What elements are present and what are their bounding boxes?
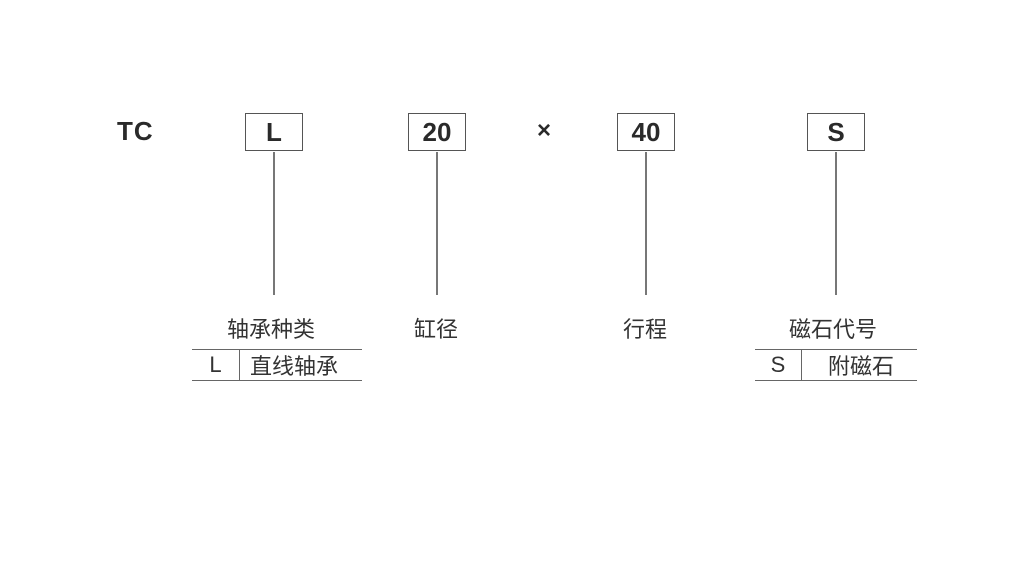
label-magnet: 磁石代号 [789,318,878,343]
option-code: S [755,350,802,380]
model-prefix: TC [117,116,154,146]
option-desc: 附磁石 [828,355,895,380]
option-table-magnet: S 附磁石 [755,349,917,381]
times-separator: × [537,117,552,144]
label-bearing-type: 轴承种类 [227,318,316,343]
code-box-bearing-type: L [245,113,303,151]
code-box-magnet: S [807,113,865,151]
connector-line-bore [436,152,438,295]
option-table-bearing-type: L 直线轴承 [192,349,362,381]
label-stroke: 行程 [623,318,668,343]
option-code: L [192,350,240,380]
code-box-stroke: 40 [617,113,675,151]
connector-line-magnet [835,152,837,295]
connector-line-stroke [645,152,647,295]
option-desc: 直线轴承 [250,355,339,380]
connector-line-bearing-type [273,152,275,295]
code-box-bore: 20 [408,113,466,151]
label-bore: 缸径 [414,318,459,343]
